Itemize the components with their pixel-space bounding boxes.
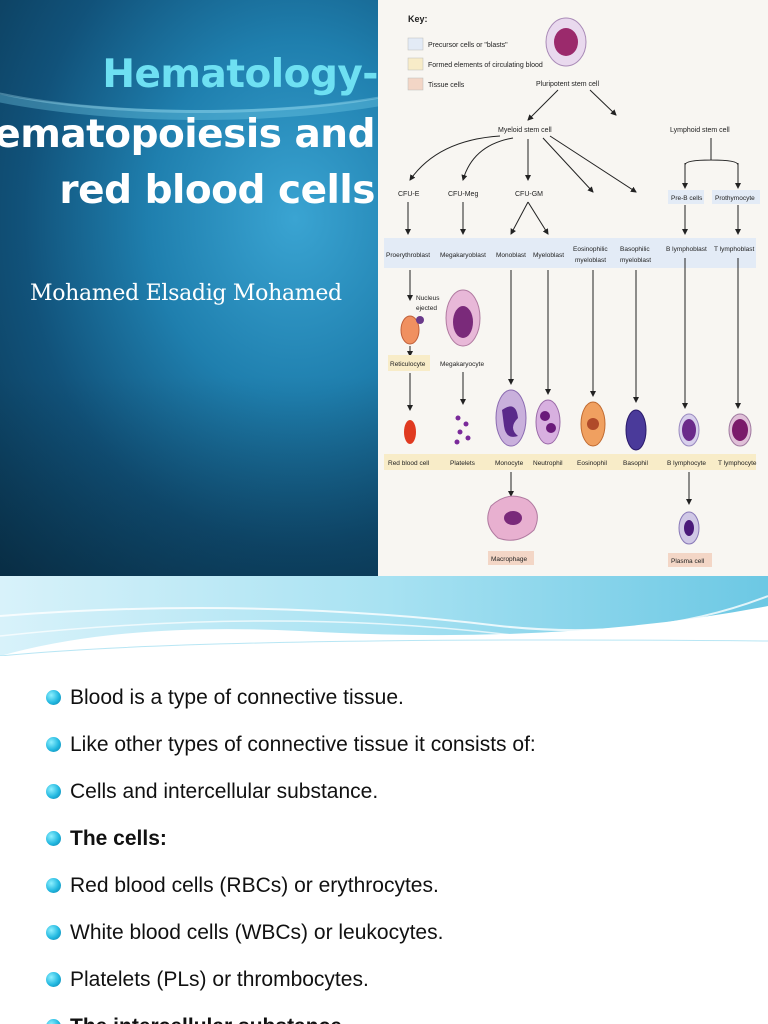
bullet-list: Blood is a type of connective tissue. Li… (46, 686, 536, 1024)
key-label-tissue: Tissue cells (428, 82, 465, 89)
plasma-cell-label: Plasma cell (671, 558, 705, 565)
basophil-image (625, 409, 647, 451)
prothymocyte-label: Prothymocyte (715, 195, 755, 202)
bullet-text: Red blood cells (RBCs) or erythrocytes. (70, 874, 439, 897)
diagram-canvas: Key: Precursor cells or "blasts" Formed … (384, 14, 760, 567)
bullet-dot-icon (46, 784, 61, 799)
basophilic-label: Basophilic (620, 246, 650, 253)
key-title: Key: (408, 14, 428, 24)
key-label-precursor: Precursor cells or "blasts" (428, 42, 508, 49)
neutrophil-label: Neutrophil (533, 460, 563, 467)
monoblast-label: Monoblast (496, 252, 526, 259)
bullet-text: The intercellular substance (70, 1015, 342, 1024)
eosinophilic-myeloblast-label: myeloblast (575, 257, 606, 264)
key-swatch-precursor (407, 37, 424, 51)
bullet-dot-icon (46, 925, 61, 940)
reticulocyte-label: Reticulocyte (390, 361, 426, 368)
eosinophil-label: Eosinophil (577, 460, 608, 467)
erythroid-cell-image (400, 315, 420, 345)
bullet-text: White blood cells (WBCs) or leukocytes. (70, 921, 444, 944)
key-label-formed: Formed elements of circulating blood (428, 62, 543, 69)
bullet-text: Blood is a type of connective tissue. (70, 686, 404, 709)
key-swatch-formed (407, 57, 424, 71)
bullet-dot-icon (46, 972, 61, 987)
bullet-text: The cells: (70, 827, 167, 850)
bullet-dot-icon (46, 737, 61, 752)
macrophage-label: Macrophage (491, 556, 528, 563)
ejected-label: ejected (416, 305, 437, 312)
bullet-item: Red blood cells (RBCs) or erythrocytes. (46, 874, 536, 921)
bullet-dot-icon (46, 1019, 61, 1024)
slide-title-line-2: Hematopoiesis and (0, 112, 375, 157)
megakaryoblast-label: Megakaryoblast (440, 252, 486, 259)
b-lymphocyte-label: B lymphocyte (667, 460, 706, 467)
slide-header-wave (0, 576, 768, 656)
pre-b-cells-label: Pre-B cells (671, 195, 703, 202)
neutrophil-image (535, 399, 561, 445)
t-lymphocyte-label: T lymphocyte (718, 460, 757, 467)
platelets-image (454, 415, 471, 445)
red-blood-cell-label: Red blood cell (388, 460, 430, 467)
red-blood-cell-image (404, 420, 416, 444)
mature-row-band (384, 454, 756, 470)
pluripotent-label: Pluripotent stem cell (536, 81, 599, 88)
eosinophilic-label: Eosinophilic (573, 246, 608, 253)
proerythroblast-label: Proerythroblast (386, 252, 430, 259)
bullet-item: The intercellular substance (46, 1015, 536, 1024)
slide-title-line-3: red blood cells (59, 168, 375, 213)
author-name: Mohamed Elsadig Mohamed (30, 281, 342, 306)
cfu-e-label: CFU-E (398, 191, 420, 198)
bullet-item: Like other types of connective tissue it… (46, 733, 536, 780)
cfu-gm-label: CFU-GM (515, 191, 543, 198)
bullet-text: Cells and intercellular substance. (70, 780, 379, 803)
platelets-label: Platelets (450, 460, 476, 467)
bullet-dot-icon (46, 690, 61, 705)
myeloblast-label: Myeloblast (533, 252, 564, 259)
title-background (0, 0, 378, 576)
bullet-dot-icon (46, 831, 61, 846)
slide-title-line-1: Hematology- (102, 52, 378, 97)
nucleus-label: Nucleus (416, 295, 440, 302)
bullet-item: White blood cells (WBCs) or leukocytes. (46, 921, 536, 968)
title-slide: Hematology- Hematopoiesis and red blood … (0, 0, 768, 576)
monocyte-label: Monocyte (495, 460, 524, 467)
bullet-text: Platelets (PLs) or thrombocytes. (70, 968, 369, 991)
decorative-swoosh (0, 0, 378, 120)
blast-row-band (384, 238, 756, 268)
bullet-item: Platelets (PLs) or thrombocytes. (46, 968, 536, 1015)
basophil-label: Basophil (623, 460, 648, 467)
basophilic-myeloblast-label: myeloblast (620, 257, 651, 264)
cfu-meg-label: CFU-Meg (448, 191, 478, 198)
lymphoid-stem-cell-label: Lymphoid stem cell (670, 127, 730, 134)
megakaryocyte-label: Megakaryocyte (440, 361, 484, 368)
t-lymphoblast-label: T lymphoblast (714, 246, 755, 253)
b-lymphoblast-label: B lymphoblast (666, 246, 707, 253)
content-slide: Blood is a type of connective tissue. Li… (0, 576, 768, 1024)
bullet-item: Blood is a type of connective tissue. (46, 686, 536, 733)
bullet-text: Like other types of connective tissue it… (70, 733, 536, 756)
bullet-dot-icon (46, 878, 61, 893)
hematopoiesis-diagram: Key: Precursor cells or "blasts" Formed … (378, 0, 768, 576)
key-swatch-tissue (407, 77, 424, 91)
decorative-swoosh (0, 0, 378, 113)
myeloid-stem-cell-label: Myeloid stem cell (498, 127, 552, 134)
bullet-item: The cells: (46, 827, 536, 874)
bullet-item: Cells and intercellular substance. (46, 780, 536, 827)
